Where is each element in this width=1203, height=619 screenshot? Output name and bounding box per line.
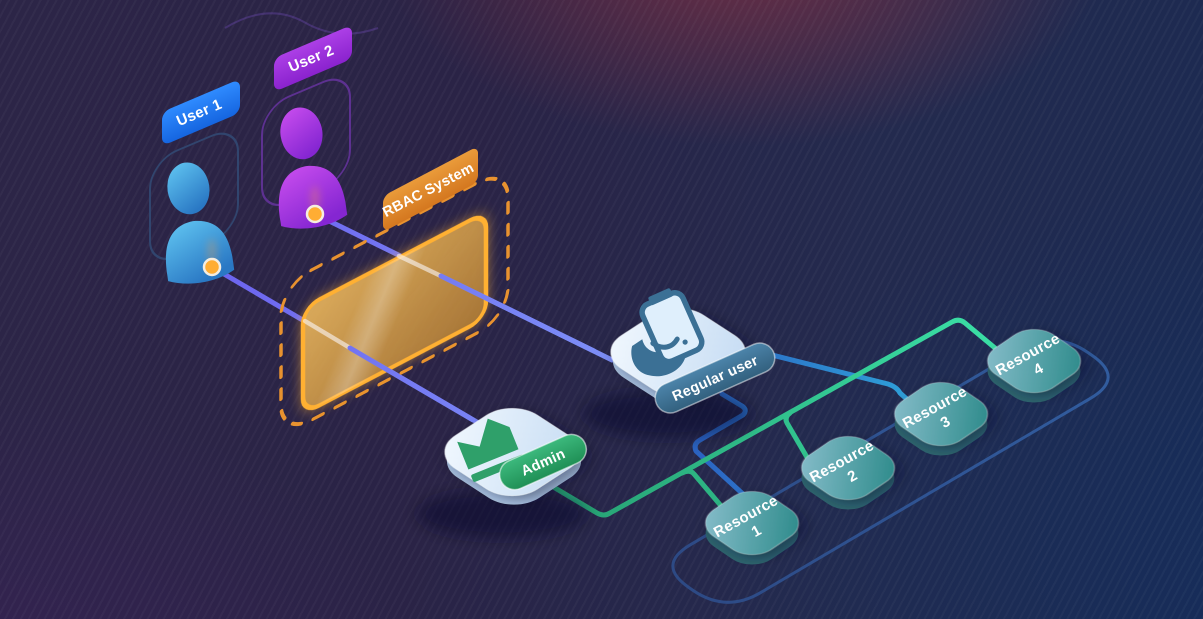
wire-admin-main xyxy=(542,317,998,518)
resource-2-face xyxy=(800,435,896,501)
user-1-connection-dot xyxy=(202,257,222,277)
admin-role-pill: Admin xyxy=(498,433,588,491)
panel-wire-streaks xyxy=(302,253,597,423)
wire-user-2-overlay xyxy=(438,273,597,354)
wire-user-1-streak xyxy=(302,318,353,351)
user-1-chip xyxy=(162,81,240,144)
resource-node-2: Resource 2 xyxy=(800,435,896,510)
resource-1-face xyxy=(704,490,800,556)
resources-container-outline xyxy=(671,339,1110,604)
role-card-regular-user: Regular user xyxy=(583,288,776,438)
wire-regular-resource-3 xyxy=(749,347,912,404)
wire-user-1-overlay xyxy=(347,345,476,423)
wire-admin-resource-2 xyxy=(783,410,811,462)
user-card-2: User 2 xyxy=(261,27,352,229)
user-card-1: User 1 xyxy=(149,81,240,284)
decorative-swirl xyxy=(224,12,379,35)
resource-3-face xyxy=(893,381,989,447)
resource-node-3: Resource 3 xyxy=(893,381,989,456)
resource-node-4: Resource 4 xyxy=(986,328,1082,403)
role-card-admin: Admin xyxy=(417,408,588,538)
resource-4-face xyxy=(986,328,1082,394)
hand-phone-icon xyxy=(631,288,705,377)
user-1-avatar-icon xyxy=(165,162,235,284)
wire-user-2-streak xyxy=(396,253,444,279)
rbac-system-chip xyxy=(383,148,478,230)
regular-card-shadow xyxy=(583,390,753,438)
admin-card-shadow xyxy=(417,490,587,538)
user-2-chip xyxy=(274,27,352,90)
rbac-panel-sheen xyxy=(303,218,486,408)
user-2-connection-dot xyxy=(305,204,325,224)
wire-admin-resource-1 xyxy=(679,468,725,510)
